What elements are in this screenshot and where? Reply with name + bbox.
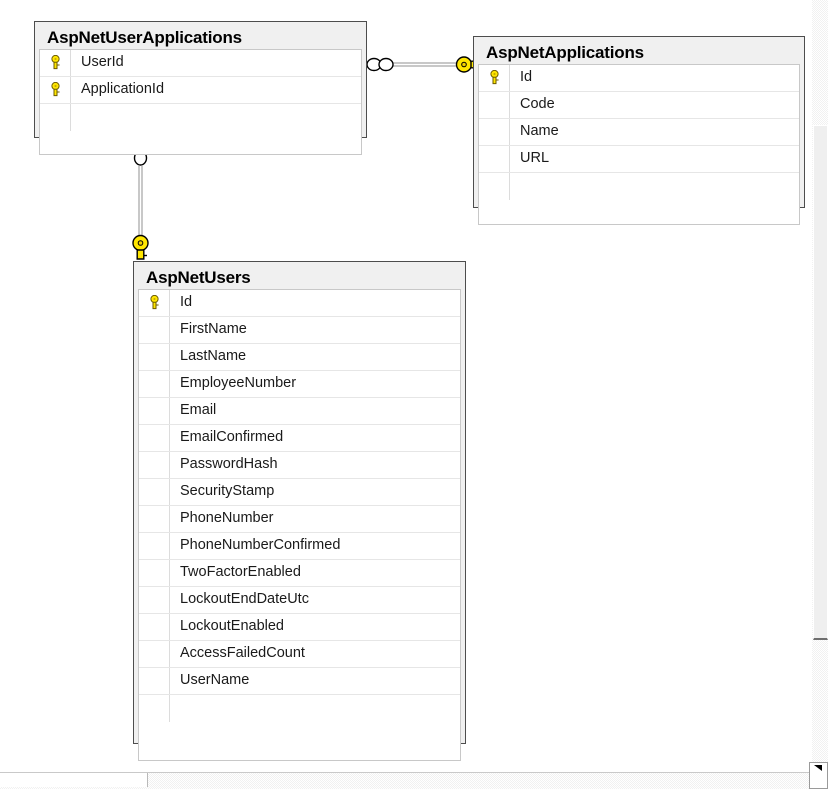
column-name: URL	[520, 150, 550, 167]
column-row[interactable]: SecurityStamp	[139, 478, 460, 506]
column-gutter-cell	[479, 91, 510, 118]
vertical-scrollbar[interactable]	[811, 0, 828, 772]
column-gutter-cell	[139, 397, 170, 424]
column-name: PasswordHash	[180, 456, 278, 473]
new-column-row[interactable]	[139, 694, 460, 722]
column-name: Id	[520, 69, 533, 86]
column-gutter-cell	[40, 103, 71, 131]
column-name: TwoFactorEnabled	[180, 564, 301, 581]
column-row[interactable]: PasswordHash	[139, 451, 460, 479]
column-gutter-cell	[139, 316, 170, 343]
horizontal-scrollbar-track-line	[0, 772, 828, 773]
column-row[interactable]: Code	[479, 91, 799, 119]
column-gutter-cell	[479, 118, 510, 145]
chevron-down-icon	[814, 765, 822, 771]
column-gutter-cell	[139, 532, 170, 559]
column-gutter-cell	[139, 505, 170, 532]
column-row[interactable]: FirstName	[139, 316, 460, 344]
column-gutter-cell	[479, 145, 510, 172]
horizontal-scrollbar[interactable]	[0, 772, 828, 789]
key-icon	[50, 82, 60, 97]
column-row[interactable]: Email	[139, 397, 460, 425]
primary-key-cell	[40, 76, 71, 103]
column-gutter-cell	[139, 478, 170, 505]
primary-key-cell	[40, 49, 71, 76]
table-title: AspNetUsers	[146, 268, 251, 287]
relationship-line-userapplications-users[interactable]	[128, 138, 154, 262]
relationship-line-userapplications-applications[interactable]	[366, 52, 481, 78]
column-name: LockoutEndDateUtc	[180, 591, 309, 608]
vertical-scroll-thumb[interactable]	[813, 125, 828, 640]
column-row[interactable]: PhoneNumber	[139, 505, 460, 533]
primary-key-cell	[479, 64, 510, 91]
column-row[interactable]: Name	[479, 118, 799, 146]
column-row[interactable]: Id	[479, 64, 799, 92]
column-gutter-cell	[139, 667, 170, 694]
primary-key-cell	[139, 289, 170, 316]
key-icon	[489, 70, 499, 85]
column-name: LastName	[180, 348, 247, 365]
column-row[interactable]: LastName	[139, 343, 460, 371]
column-gutter-cell	[139, 559, 170, 586]
table-title: AspNetApplications	[486, 43, 644, 62]
column-name: LockoutEnabled	[180, 618, 284, 635]
column-gutter-cell	[139, 424, 170, 451]
column-gutter-cell	[139, 586, 170, 613]
column-name: ApplicationId	[81, 81, 165, 98]
column-row[interactable]: LockoutEndDateUtc	[139, 586, 460, 614]
column-gutter-cell	[139, 343, 170, 370]
new-column-row[interactable]	[479, 172, 799, 200]
column-name: EmployeeNumber	[180, 375, 297, 392]
key-icon	[455, 56, 481, 73]
column-name: Email	[180, 402, 217, 419]
column-row[interactable]: EmployeeNumber	[139, 370, 460, 398]
column-row[interactable]: AccessFailedCount	[139, 640, 460, 668]
column-row[interactable]: PhoneNumberConfirmed	[139, 532, 460, 560]
key-icon	[149, 295, 159, 310]
column-row[interactable]: UserId	[40, 49, 361, 77]
scroll-corner-button[interactable]	[809, 762, 828, 789]
column-name: EmailConfirmed	[180, 429, 284, 446]
infinity-icon	[366, 57, 394, 72]
column-gutter-cell	[139, 613, 170, 640]
column-row[interactable]: LockoutEnabled	[139, 613, 460, 641]
column-row[interactable]: URL	[479, 145, 799, 173]
column-name: PhoneNumber	[180, 510, 274, 527]
column-name: FirstName	[180, 321, 247, 338]
column-row[interactable]: UserName	[139, 667, 460, 695]
column-row[interactable]: EmailConfirmed	[139, 424, 460, 452]
column-row[interactable]: Id	[139, 289, 460, 317]
column-name: UserName	[180, 672, 250, 689]
horizontal-scroll-thumb[interactable]	[0, 773, 148, 787]
key-icon	[132, 234, 149, 260]
column-name: AccessFailedCount	[180, 645, 305, 662]
column-row[interactable]: TwoFactorEnabled	[139, 559, 460, 587]
column-gutter-cell	[479, 172, 510, 200]
column-name: Code	[520, 96, 555, 113]
column-gutter-cell	[139, 370, 170, 397]
column-name: UserId	[81, 54, 124, 71]
new-column-row[interactable]	[40, 103, 361, 131]
column-name: SecurityStamp	[180, 483, 275, 500]
column-name: Name	[520, 123, 559, 140]
column-gutter-cell	[139, 640, 170, 667]
key-icon	[50, 55, 60, 70]
column-name: PhoneNumberConfirmed	[180, 537, 341, 554]
column-gutter-cell	[139, 694, 170, 722]
table-title: AspNetUserApplications	[47, 28, 242, 47]
column-row[interactable]: ApplicationId	[40, 76, 361, 104]
column-name: Id	[180, 294, 193, 311]
column-gutter-cell	[139, 451, 170, 478]
